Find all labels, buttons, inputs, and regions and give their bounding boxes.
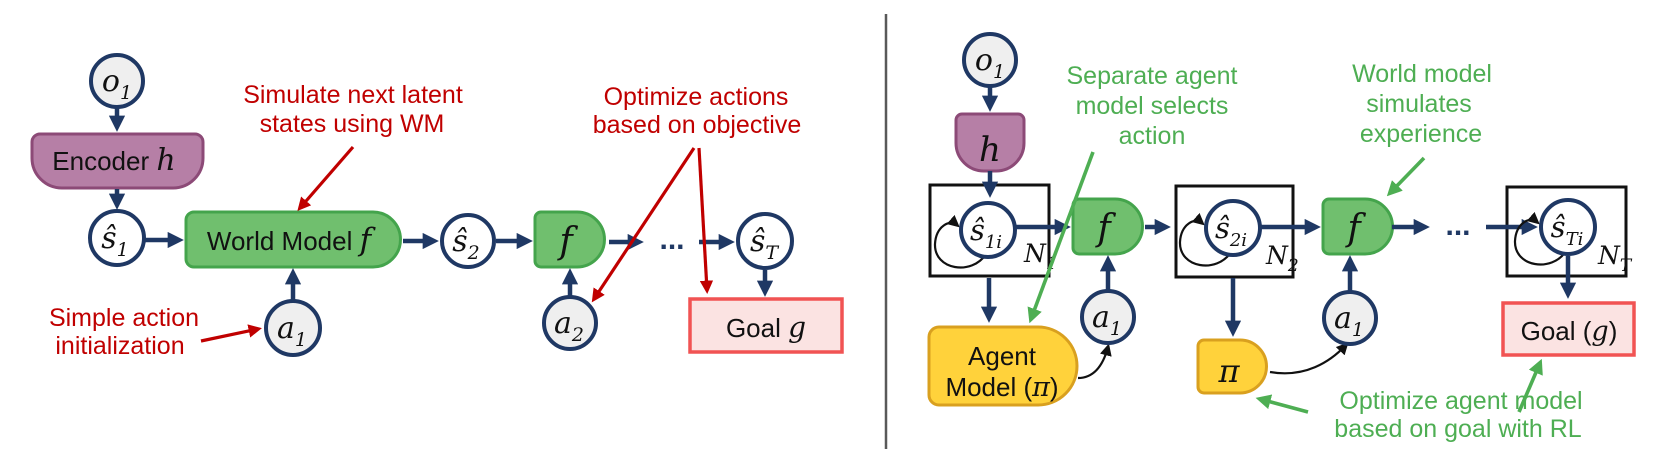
goal-right-label: Goal (g) [1521, 316, 1618, 347]
annotation-world-line2: simulates [1366, 90, 1472, 118]
curve-pi-to-a1 [1269, 342, 1349, 375]
annotation-simple-line1: Simple action [49, 304, 199, 332]
red-arrow-simulate-to-world-model [297, 145, 355, 212]
NT-label: NT [1597, 241, 1633, 276]
annotation-simple-line2: initialization [55, 332, 184, 360]
green-arrow-optimize-to-pi [1255, 394, 1309, 414]
ellipsis-right: ... [1445, 209, 1470, 242]
red-arrow-optimize-to-a2 [591, 147, 696, 303]
a1-label: a1 [277, 311, 307, 351]
green-arrow-world-to-f2 [1386, 156, 1426, 197]
left-diagram-planning-with-world-model: o1 Encoder h ŝ1 World Model f a1 ŝ2 f a2… [30, 53, 844, 360]
goal-node [688, 297, 844, 354]
annotation-world-line1: World model [1352, 60, 1492, 88]
action-node-a1 [264, 299, 322, 357]
action-node-a2 [542, 295, 598, 351]
annotation-separate-line3: action [1119, 122, 1186, 150]
annotation-simulate-line1: Simulate next latent [243, 81, 463, 109]
s1-label: ŝ1 [101, 221, 129, 261]
annotation-optimize-agent-line1: Optimize agent model [1339, 387, 1582, 415]
world-model-f-node [533, 210, 606, 269]
green-arrow-separate-to-agent-model [1027, 151, 1095, 324]
goal-label: Goal g [726, 311, 806, 344]
agent-model-node [927, 325, 1079, 407]
annotation-simulate-line2: states using WM [260, 110, 445, 138]
curve-agent-model-to-a1 [1077, 343, 1112, 380]
red-arrow-simple-to-a1 [200, 324, 262, 343]
latent-state-node-s1i [959, 201, 1017, 259]
encoder-node [30, 132, 205, 190]
annotation-optimize-line2: based on objective [593, 111, 801, 139]
world-model-node [184, 210, 402, 269]
right-diagram-agent-model-with-world-model: o1 h ŝ1i N1 Agent Model (π) a1 f ŝ2i N2 … [927, 32, 1636, 443]
latent-state-node-sT [736, 212, 794, 270]
latent-state-node-sTi [1539, 198, 1597, 256]
latent-state-node-s1 [88, 209, 146, 267]
annotation-world-line3: experience [1360, 120, 1482, 148]
agent-model-label-line1: Agent [968, 341, 1037, 371]
annotation-separate-line1: Separate agent [1067, 62, 1238, 90]
annotation-separate-line2: model selects [1076, 92, 1229, 120]
ellipsis: ... [659, 223, 684, 256]
encoder-label: Encoder h [52, 143, 175, 178]
observation-node-o1-right [962, 32, 1018, 88]
policy-pi-node [1196, 338, 1268, 395]
encoder-h-node [954, 112, 1026, 173]
s1i-label: ŝ1i [970, 213, 1002, 253]
a1-second-label: a1 [1334, 301, 1364, 341]
o1-label: o1 [102, 64, 132, 104]
action-node-a1-first [1080, 289, 1136, 345]
red-arrow-optimize-to-goal [697, 147, 714, 295]
latent-state-node-s2 [440, 213, 496, 269]
pi-label: π [1217, 352, 1240, 390]
a1-first-label: a1 [1092, 300, 1122, 340]
sT-label: ŝT [750, 224, 779, 264]
a2-label: a2 [554, 306, 584, 346]
o1-right-label: o1 [975, 43, 1005, 83]
observation-node-o1 [89, 53, 145, 109]
s2i-label: ŝ2i [1215, 211, 1247, 251]
world-model-label: World Model f [207, 222, 377, 258]
goal-node-right [1501, 301, 1636, 357]
annotation-optimize-line1: Optimize actions [604, 83, 789, 111]
plate-N2 [1174, 184, 1295, 279]
action-node-a1-second [1322, 290, 1378, 346]
sTi-label: ŝTi [1551, 210, 1584, 250]
N1-label: N1 [1023, 239, 1057, 274]
world-model-f2-node [1321, 197, 1394, 256]
N2-label: N2 [1265, 241, 1299, 276]
h-label: h [979, 130, 1001, 170]
agent-model-label-line2: Model (π) [945, 372, 1058, 403]
s2-label: ŝ2 [452, 224, 480, 264]
annotation-optimize-agent-line2: based on goal with RL [1334, 415, 1581, 443]
latent-state-node-s2i [1204, 199, 1262, 257]
green-arrow-optimize-to-goal [1517, 358, 1543, 413]
